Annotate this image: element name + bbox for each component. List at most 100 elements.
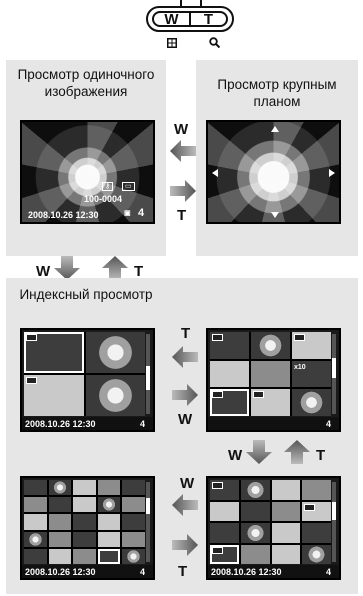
single-photo bbox=[22, 122, 153, 222]
thumb[interactable] bbox=[97, 531, 121, 547]
index-9-grid: x10 bbox=[210, 332, 331, 416]
lever-tick bbox=[200, 0, 202, 6]
index-scrollbar[interactable] bbox=[332, 334, 336, 414]
arrow-t-label: T bbox=[177, 207, 187, 224]
scroll-down-icon bbox=[271, 212, 279, 218]
index-scrollbar[interactable] bbox=[332, 482, 336, 562]
index-25-status-bar: 2008.10.26 12:30 4 bbox=[22, 565, 153, 578]
thumb[interactable] bbox=[210, 480, 239, 500]
index-25-screen: 2008.10.26 12:30 4 bbox=[20, 476, 155, 580]
index-scrollbar[interactable] bbox=[146, 482, 150, 562]
arrow-right-icon bbox=[172, 384, 198, 406]
thumb[interactable] bbox=[240, 523, 270, 543]
thumb[interactable] bbox=[271, 480, 301, 500]
thumb[interactable] bbox=[97, 480, 121, 496]
index-4-screen: 2008.10.26 12:30 4 bbox=[20, 328, 155, 432]
thumb[interactable] bbox=[24, 497, 47, 513]
thumb[interactable] bbox=[24, 548, 47, 564]
thumb[interactable] bbox=[210, 501, 239, 521]
thumb[interactable] bbox=[97, 497, 121, 513]
zoom-lever[interactable]: W T bbox=[146, 0, 234, 32]
closeup-photo bbox=[208, 122, 339, 222]
thumb[interactable] bbox=[122, 531, 145, 547]
thumb[interactable] bbox=[48, 514, 72, 530]
single-datetime: 2008.10.26 12:30 bbox=[28, 210, 99, 220]
index-16-status-bar: 2008.10.26 12:30 4 bbox=[208, 565, 339, 578]
thumb[interactable] bbox=[24, 514, 47, 530]
thumb[interactable] bbox=[48, 531, 72, 547]
thumb[interactable] bbox=[73, 531, 96, 547]
arrow-w-label-bottom: W bbox=[180, 475, 195, 492]
arrow-down-icon bbox=[246, 440, 272, 464]
thumb[interactable] bbox=[240, 501, 270, 521]
zoom-lever-body: W T bbox=[152, 10, 228, 28]
thumb[interactable] bbox=[73, 497, 96, 513]
thumb[interactable] bbox=[251, 360, 290, 388]
index-scrollbar[interactable] bbox=[146, 334, 150, 414]
thumb[interactable]: x10 bbox=[292, 360, 331, 388]
thumb[interactable] bbox=[97, 514, 121, 530]
arrow-t-label-vertical: T bbox=[134, 263, 144, 280]
thumb[interactable] bbox=[210, 389, 249, 416]
zoom-wide-label[interactable]: W bbox=[164, 10, 179, 28]
thumb[interactable] bbox=[24, 531, 47, 547]
print-count: x10 bbox=[294, 363, 306, 371]
thumb[interactable] bbox=[292, 332, 331, 359]
thumb[interactable] bbox=[302, 480, 331, 500]
thumb[interactable] bbox=[210, 360, 249, 388]
thumb[interactable] bbox=[292, 389, 331, 416]
index-25-count: 4 bbox=[140, 567, 146, 577]
thumb[interactable] bbox=[251, 389, 290, 416]
arrow-left-icon bbox=[172, 494, 198, 516]
thumb[interactable] bbox=[48, 497, 72, 513]
thumb[interactable] bbox=[122, 548, 145, 564]
thumb[interactable] bbox=[210, 544, 239, 564]
thumb[interactable] bbox=[271, 544, 301, 564]
scroll-right-icon bbox=[329, 169, 335, 177]
thumb[interactable] bbox=[97, 548, 121, 564]
thumb[interactable] bbox=[210, 523, 239, 543]
closeup-view-screen bbox=[206, 120, 341, 224]
single-photo-petals bbox=[22, 122, 153, 222]
thumb[interactable] bbox=[302, 501, 331, 521]
arrow-t-label-bottom: T bbox=[178, 563, 188, 580]
thumb[interactable] bbox=[85, 332, 145, 373]
thumb[interactable] bbox=[48, 548, 72, 564]
thumb[interactable] bbox=[122, 480, 145, 496]
index-25-datetime: 2008.10.26 12:30 bbox=[25, 567, 96, 577]
protect-mark bbox=[212, 546, 223, 554]
thumb[interactable] bbox=[271, 501, 301, 521]
index-4-datetime: 2008.10.26 12:30 bbox=[25, 419, 96, 429]
arrow-right-icon bbox=[172, 534, 198, 556]
thumb[interactable] bbox=[302, 523, 331, 543]
thumb[interactable] bbox=[85, 375, 145, 416]
thumb[interactable] bbox=[271, 523, 301, 543]
index-16-grid bbox=[210, 480, 331, 564]
thumb[interactable] bbox=[251, 332, 290, 359]
index-4-status-bar: 2008.10.26 12:30 4 bbox=[22, 417, 153, 430]
file-number: 100-0004 bbox=[84, 194, 123, 204]
closeup-photo-petals bbox=[208, 122, 339, 222]
single-view-screen: ⚷ ▭ 100-0004 2008.10.26 12:30 ▣ 4 bbox=[20, 120, 155, 224]
thumb[interactable] bbox=[73, 548, 96, 564]
thumb[interactable] bbox=[302, 544, 331, 564]
thumb[interactable] bbox=[73, 480, 96, 496]
thumb[interactable] bbox=[122, 497, 145, 513]
thumb[interactable] bbox=[48, 480, 72, 496]
protect-mark bbox=[294, 334, 305, 341]
thumb[interactable] bbox=[24, 375, 84, 416]
arrow-left-icon bbox=[172, 346, 198, 368]
thumb[interactable] bbox=[73, 514, 96, 530]
lever-tick bbox=[180, 0, 182, 6]
thumb[interactable] bbox=[240, 480, 270, 500]
thumb[interactable] bbox=[24, 480, 47, 496]
index-16-count: 4 bbox=[326, 567, 332, 577]
index-view-title: Индексный просмотр bbox=[19, 287, 153, 302]
thumb[interactable] bbox=[24, 332, 84, 373]
zoom-tele-label[interactable]: T bbox=[189, 11, 226, 28]
thumb[interactable] bbox=[210, 332, 249, 359]
thumb[interactable] bbox=[240, 544, 270, 564]
thumb[interactable] bbox=[122, 514, 145, 530]
card-icon: ▣ bbox=[124, 210, 131, 217]
index-grid-icon bbox=[167, 38, 177, 51]
